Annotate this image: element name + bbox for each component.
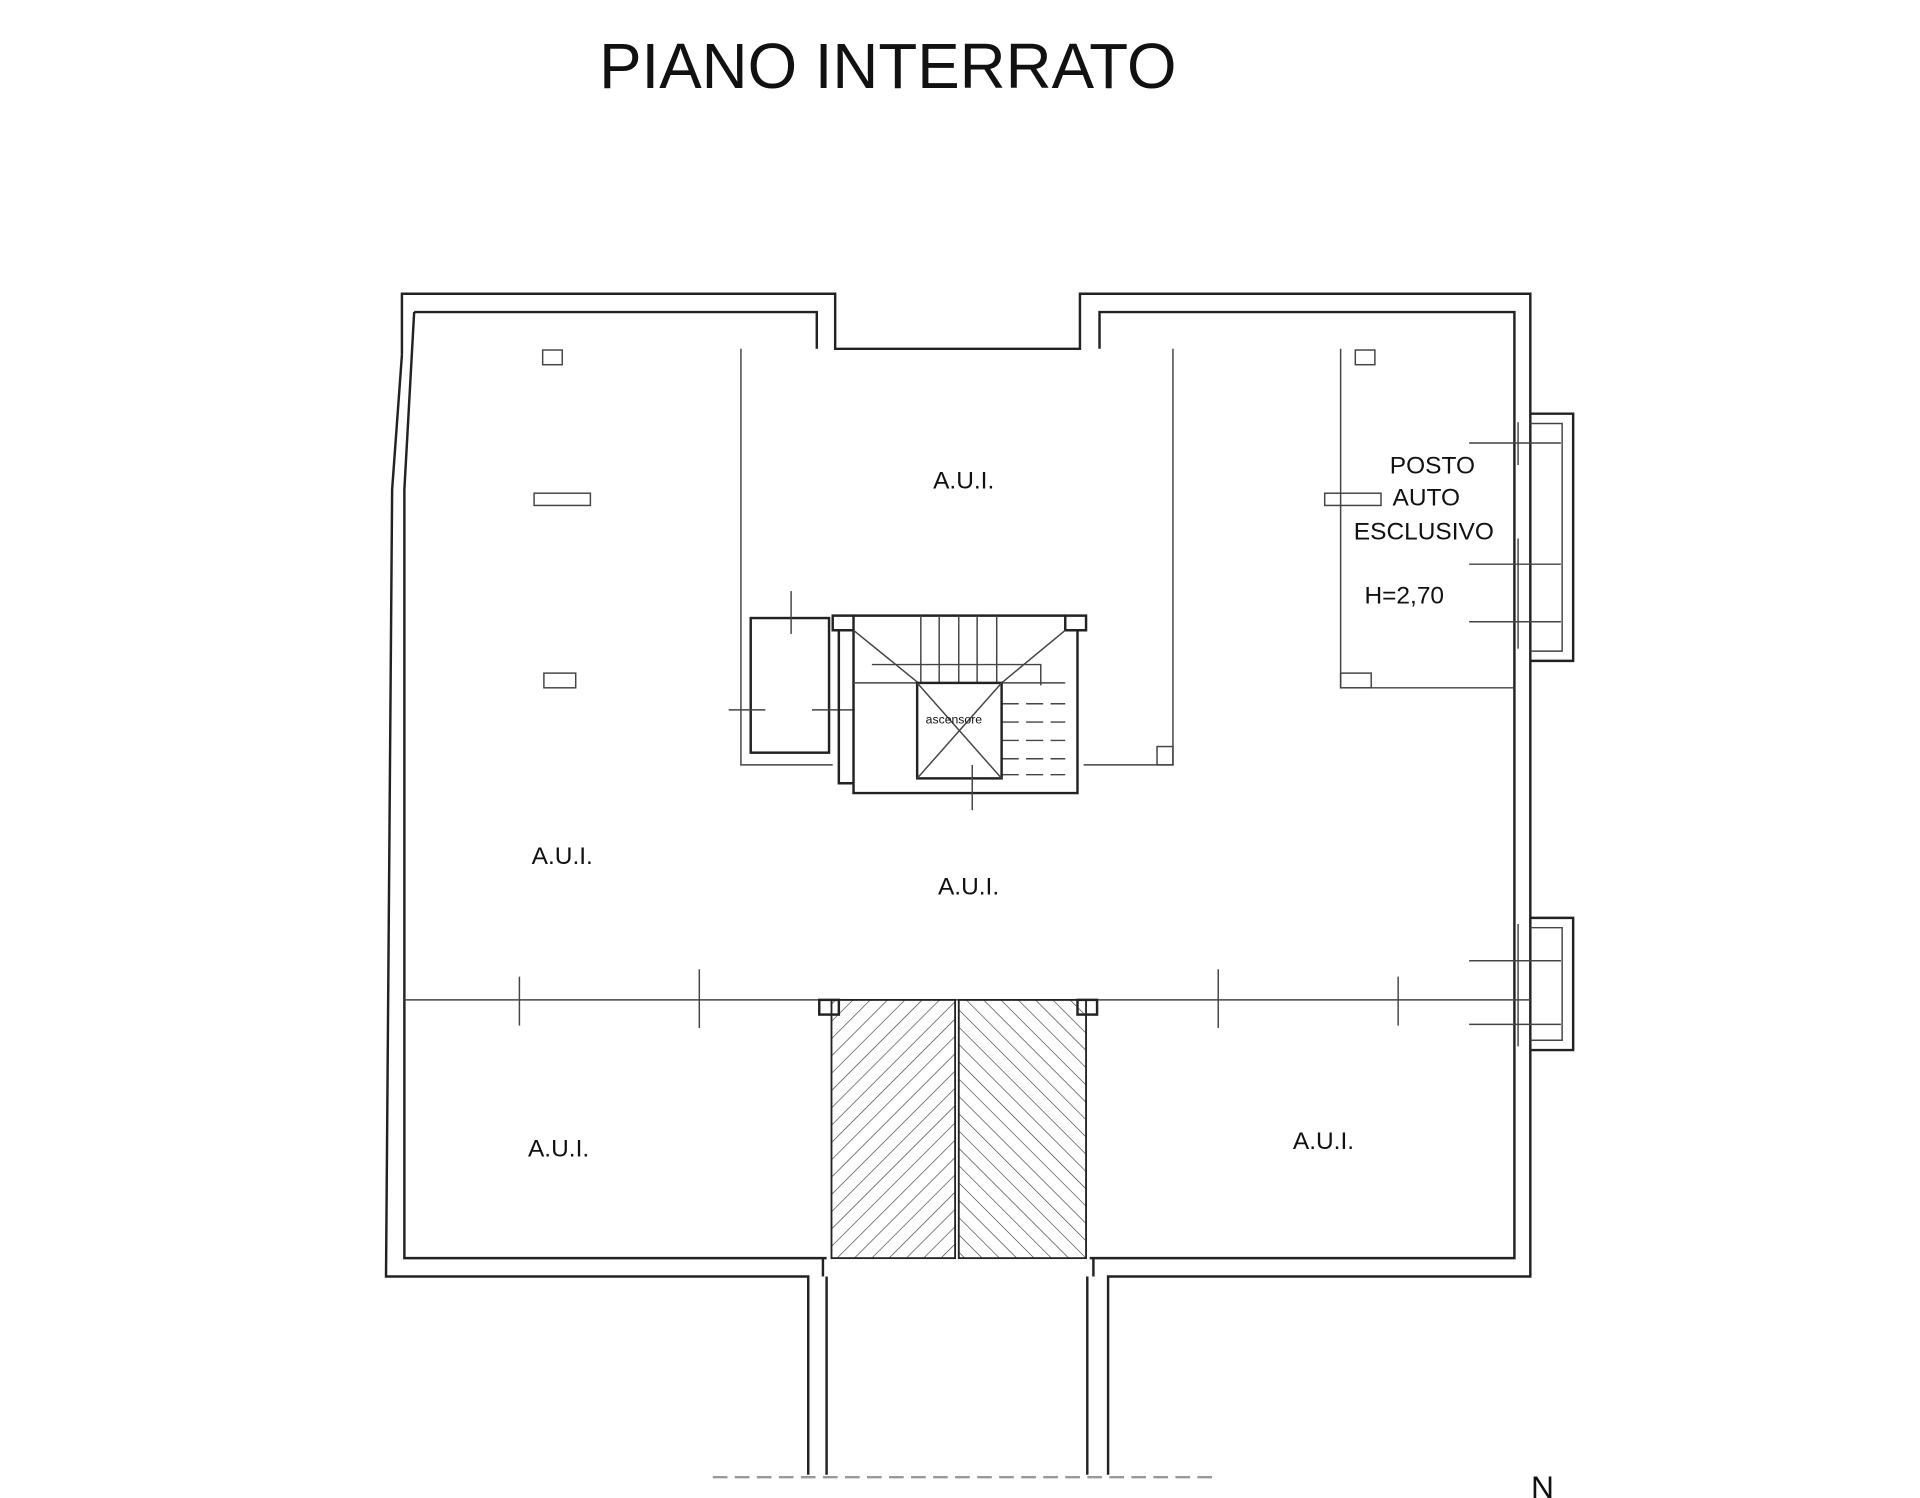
stair-core: ascensore xyxy=(728,591,1088,811)
outer-walls xyxy=(384,292,1532,1475)
columns xyxy=(533,349,1382,689)
plan-title: PIANO INTERRATO xyxy=(599,31,1176,102)
elevator-shaft: ascensore xyxy=(915,681,1003,780)
room-label-central-top: A.U.I. xyxy=(933,467,994,494)
room-label-bottom-right: A.U.I. xyxy=(1293,1128,1354,1155)
parking-space: POSTO AUTO ESCLUSIVO H=2,70 xyxy=(1339,348,1515,689)
room-label-bottom-left: A.U.I. xyxy=(528,1136,589,1163)
parking-line1: POSTO xyxy=(1390,453,1475,480)
north-indicator: N xyxy=(1531,1469,1554,1498)
parking-height: H=2,70 xyxy=(1364,582,1444,609)
ramps xyxy=(818,998,1099,1260)
balconies xyxy=(1469,412,1575,1052)
parking-line3: ESCLUSIVO xyxy=(1354,519,1494,546)
room-label-left-main: A.U.I. xyxy=(532,843,593,870)
stair-treads xyxy=(920,615,1066,776)
parking-line2: AUTO xyxy=(1393,484,1461,511)
elevator-label: ascensore xyxy=(926,712,983,726)
room-label-central-main: A.U.I. xyxy=(938,874,999,901)
central-room xyxy=(740,348,1174,766)
